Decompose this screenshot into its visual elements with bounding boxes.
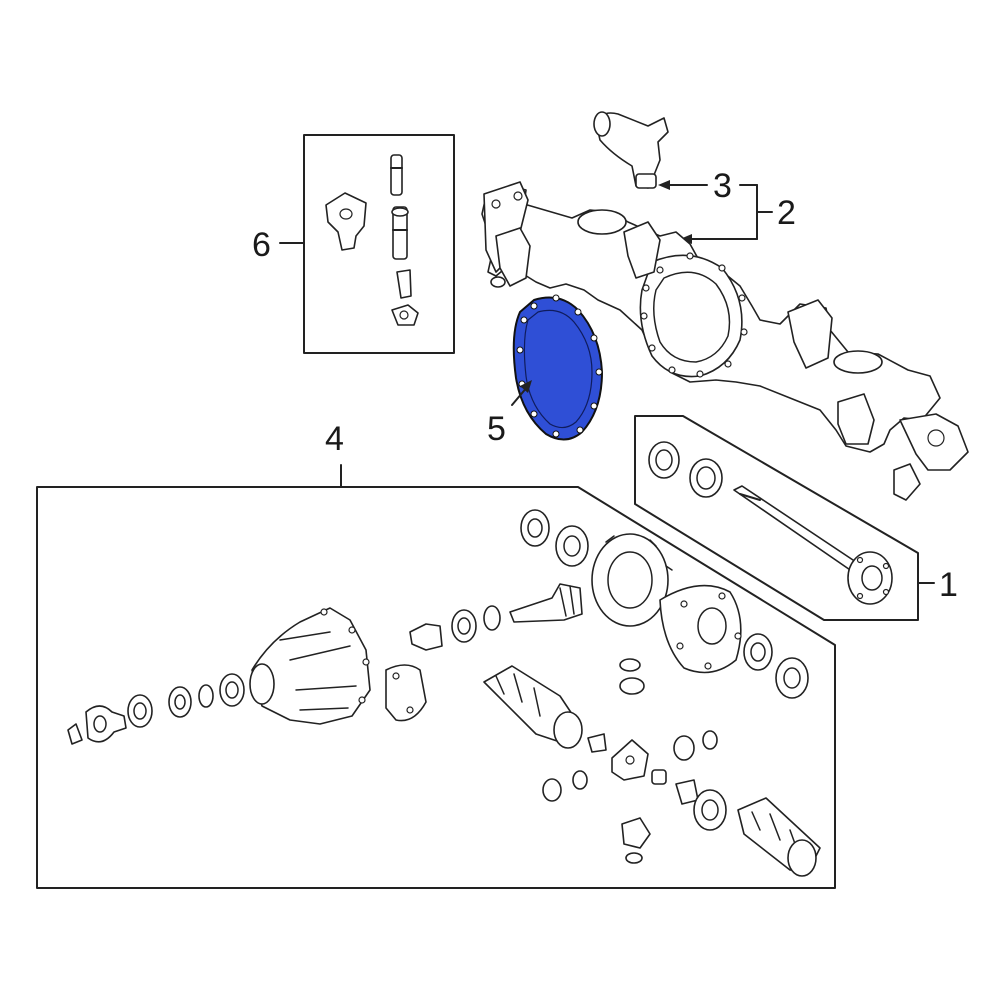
arrow-2 bbox=[680, 234, 692, 244]
callout-4[interactable]: 4 bbox=[325, 420, 344, 458]
breather-kit-box bbox=[303, 134, 455, 354]
axle-shaft-kit[interactable] bbox=[634, 415, 935, 621]
breather-kit-group[interactable] bbox=[279, 134, 455, 354]
axle-housing[interactable] bbox=[481, 181, 969, 501]
callout-6[interactable]: 6 bbox=[252, 226, 271, 264]
callout-3[interactable]: 3 bbox=[713, 167, 732, 205]
callout-2[interactable]: 2 bbox=[777, 194, 796, 232]
cover-gasket[interactable] bbox=[512, 294, 604, 441]
callout-5[interactable]: 5 bbox=[487, 410, 506, 448]
arrow-3 bbox=[658, 180, 670, 190]
arrow-5 bbox=[520, 380, 532, 393]
vent-tube[interactable] bbox=[593, 111, 669, 189]
differential-box bbox=[36, 486, 836, 889]
callout-1[interactable]: 1 bbox=[939, 566, 958, 604]
axle-shaft-box bbox=[634, 415, 919, 621]
differential-assembly[interactable] bbox=[36, 486, 836, 889]
